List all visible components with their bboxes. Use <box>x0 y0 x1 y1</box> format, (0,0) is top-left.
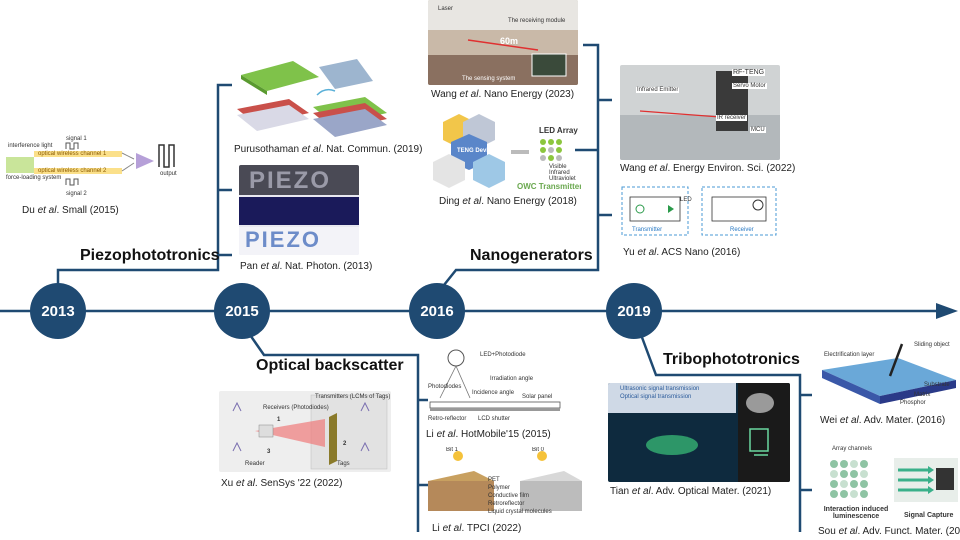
caption-tian: Tian et al. Adv. Optical Mater. (2021) <box>610 486 772 497</box>
li15-incidence-label: Incidence angle <box>472 390 515 396</box>
branch-2019 <box>638 331 812 532</box>
li22-bit1-label: Bit 1 <box>446 447 459 453</box>
figure-wei-layers: Electrification layer Sliding object Sub… <box>818 340 960 410</box>
xu-receivers-label: Receivers (Photodiodes) <box>263 405 329 411</box>
ding-owc-label: OWC Transmitter <box>517 182 581 191</box>
ding-ultraviolet-label: Ultraviolet <box>549 176 576 182</box>
wang22-emitter-label: Infrared Emitter <box>636 87 680 93</box>
caption-du: Du et al. Small (2015) <box>22 205 119 216</box>
ding-infrared-label: Infrared <box>549 170 570 176</box>
caption-wang-2023: Wang et al. Nano Energy (2023) <box>431 89 575 100</box>
figure-wang-2022-bench: RF-TENG Servo Motor Infrared Emitter IR … <box>620 65 780 160</box>
timeline-arrow <box>936 303 958 319</box>
wang22-mcu-label: MCU <box>750 127 766 133</box>
figure-xu-reader-tags: Receivers (Photodiodes) Transmitters (LC… <box>219 391 391 472</box>
wei-sliding-label: Sliding object <box>914 342 950 348</box>
year-2015: 2015 <box>214 283 270 339</box>
sou-signal-label: Signal Capture <box>904 512 954 519</box>
du-interference-label: interference light <box>8 143 53 149</box>
wang22-receiver-label: IR receiver <box>716 115 748 121</box>
ding-teng-label: TENG Devices <box>457 148 499 154</box>
section-title-optical-backscatter: Optical backscatter <box>256 357 404 374</box>
wang23-receiving-label: The receiving module <box>508 18 566 24</box>
figure-yu-circuit: Transmitter Receiver LED <box>620 183 780 243</box>
xu-transmitters-label: Transmitters (LCMs of Tags) <box>315 394 391 400</box>
du-signal2-label: signal 2 <box>66 191 87 197</box>
branch-2013 <box>56 83 232 290</box>
li22-retro-label: Retroreflector <box>488 501 525 507</box>
xu-tags-label: Tags <box>337 461 350 467</box>
li22-bit0-label: Bit 0 <box>532 447 545 453</box>
caption-pan: Pan et al. Nat. Photon. (2013) <box>240 261 373 272</box>
xu-step-1: 1 <box>277 417 281 423</box>
wei-substrate-label: Substrate <box>924 382 950 388</box>
ding-led-array-label: LED Array <box>539 126 578 135</box>
du-signal1-label: signal 1 <box>66 136 87 142</box>
li15-retro-label: Retro-reflector <box>428 416 467 422</box>
year-2013: 2013 <box>30 283 86 339</box>
figure-wang-2023-corridor: 60m The receiving module The sensing sys… <box>428 0 578 85</box>
pan-piezo-word-1: PIEZO <box>249 167 332 194</box>
year-2016: 2016 <box>409 283 465 339</box>
xu-step-3: 3 <box>267 449 271 455</box>
tian-optical-label: Optical signal transmission <box>620 394 692 400</box>
caption-li-tpci: Li et al. TPCI (2022) <box>432 523 522 534</box>
wang23-distance-label: 60m <box>500 36 519 46</box>
li15-photodiodes-label: Photodiodes <box>428 384 462 390</box>
wei-matrix-label: Matrix <box>914 392 931 398</box>
li15-led-label: LED+Photodiode <box>480 352 526 358</box>
li22-pet-label: PET <box>488 477 500 483</box>
caption-ding: Ding et al. Nano Energy (2018) <box>439 196 577 207</box>
yu-led-label: LED <box>680 197 692 203</box>
section-title-piezophototronics: Piezophototronics <box>80 247 220 264</box>
branch-2015 <box>246 331 428 532</box>
wei-phosphor-label: Phosphor <box>900 400 926 406</box>
yu-receiver-label: Receiver <box>730 227 754 233</box>
tian-ultrasonic-label: Ultrasonic signal transmission <box>620 386 700 392</box>
xu-reader-label: Reader <box>245 461 265 467</box>
wei-electrification-label: Electrification layer <box>824 352 875 358</box>
wang22-servo-label: Servo Motor <box>732 83 767 89</box>
wang22-rfteng-label: RF-TENG <box>732 69 766 76</box>
caption-purusothaman: Purusothaman et al. Nat. Commun. (2019) <box>234 144 423 155</box>
xu-step-2: 2 <box>343 441 347 447</box>
figure-ding-teng: TENG Devices LED Array Visible Infrared … <box>431 112 581 192</box>
li15-lcd-label: LCD shutter <box>478 416 511 422</box>
li15-irradiation-label: Irradiation angle <box>490 376 534 382</box>
du-channel2-label: optical wireless channel 2 <box>38 168 107 174</box>
du-output-label: output <box>160 171 177 177</box>
caption-li-hotmobile: Li et al. HotMobile'15 (2015) <box>426 429 551 440</box>
figure-purusothaman-layers <box>233 55 393 141</box>
section-title-tribophototronics: Tribophototronics <box>663 351 800 368</box>
ding-led-grid <box>540 139 562 161</box>
sou-array-label: Array channels <box>832 446 873 452</box>
sou-interaction-label: Interaction induced luminescence <box>823 506 889 520</box>
figure-du-signal-diagram: signal 1 signal 2 interference light for… <box>4 135 204 200</box>
caption-xu: Xu et al. SenSys '22 (2022) <box>221 478 343 489</box>
figure-pan-piezo-images: PIEZO PIEZO <box>239 165 359 255</box>
li22-lcm-label: Liquid crystal molecules <box>488 509 552 515</box>
du-force-label: force-loading system <box>6 175 62 181</box>
section-title-nanogenerators: Nanogenerators <box>470 247 593 264</box>
figure-tian-ocean: Ultrasonic signal transmission Optical s… <box>608 383 790 482</box>
caption-sou: Sou et al. Adv. Funct. Mater. (2025) <box>818 526 960 537</box>
li22-polymer-label: Polymer <box>488 485 511 491</box>
figure-li-hotmobile: LED+Photodiode Irradiation angle Inciden… <box>426 346 576 426</box>
branch-2016 <box>439 43 612 291</box>
figure-li-tpci: Bit 1 Bit 0 PET Polymer Conductive film … <box>424 447 584 520</box>
caption-wei: Wei et al. Adv. Mater. (2016) <box>820 415 946 426</box>
li15-solar-label: Solar panel <box>522 394 553 400</box>
caption-wang-2022: Wang et al. Energy Environ. Sci. (2022) <box>620 163 796 174</box>
figure-sou-array: Array channels Interaction induced lumin… <box>818 444 960 524</box>
yu-transmitter-label: Transmitter <box>632 227 663 233</box>
year-2019: 2019 <box>606 283 662 339</box>
ding-visible-label: Visible <box>549 164 567 170</box>
pan-piezo-word-2: PIEZO <box>245 227 322 252</box>
li22-conductive-label: Conductive film <box>488 493 530 499</box>
du-channel1-label: optical wireless channel 1 <box>38 151 107 157</box>
wang23-sensing-label: The sensing system <box>462 76 516 82</box>
wang23-laser-label: Laser <box>438 6 454 12</box>
caption-yu: Yu et al. ACS Nano (2016) <box>623 247 741 258</box>
